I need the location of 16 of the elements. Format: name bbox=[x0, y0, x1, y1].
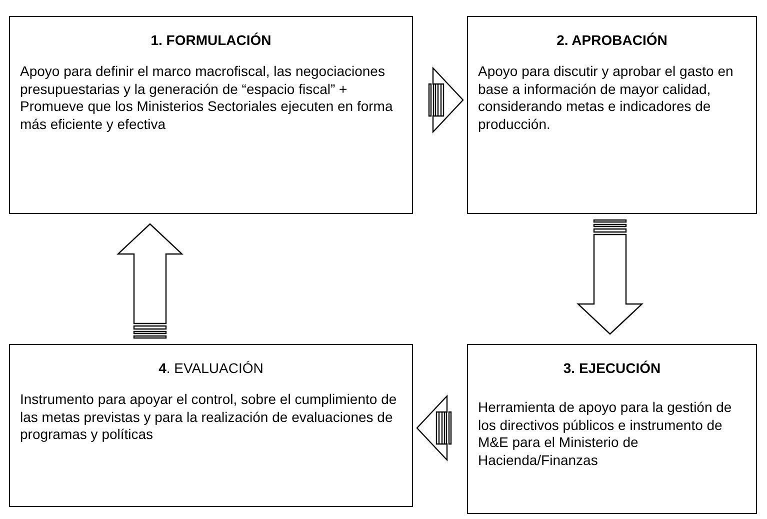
stage-heading: 3. EJECUCIÓN bbox=[562, 359, 662, 377]
block-arrow bbox=[116, 223, 184, 339]
block-arrow bbox=[428, 66, 464, 134]
stage-heading: 1. FORMULACIÓN bbox=[150, 31, 272, 49]
process-box bbox=[9, 16, 413, 214]
process-box bbox=[9, 344, 413, 507]
stage-heading: 4. EVALUACIÓN bbox=[158, 359, 264, 377]
process-box bbox=[467, 16, 757, 214]
stage-description: Instrumento para apoyar el control, sobre el cumplimiento de las metas previstas y para la realización de evaluaciones de programas y políticas bbox=[20, 391, 398, 444]
process-box bbox=[467, 344, 757, 514]
block-arrow bbox=[416, 394, 452, 462]
stage-description: Herramienta de apoyo para la gestión de los directivos públicos e instrumento de M&E para el Ministerio de Hacienda/Finanzas bbox=[478, 399, 733, 469]
stage-description: Apoyo para definir el marco macrofiscal, las negociaciones presupuestarias y la generación de “espacio fiscal” + Promueve que los Ministerios Sectoriales ejecuten en forma más eficiente y efectiva bbox=[20, 63, 394, 133]
block-arrow bbox=[576, 219, 644, 335]
stage-heading: 2. APROBACIÓN bbox=[556, 31, 668, 49]
stage-description: Apoyo para discutir y aprobar el gasto en base a información de mayor calidad, considerando metas e indicadores de producción. bbox=[478, 63, 734, 133]
